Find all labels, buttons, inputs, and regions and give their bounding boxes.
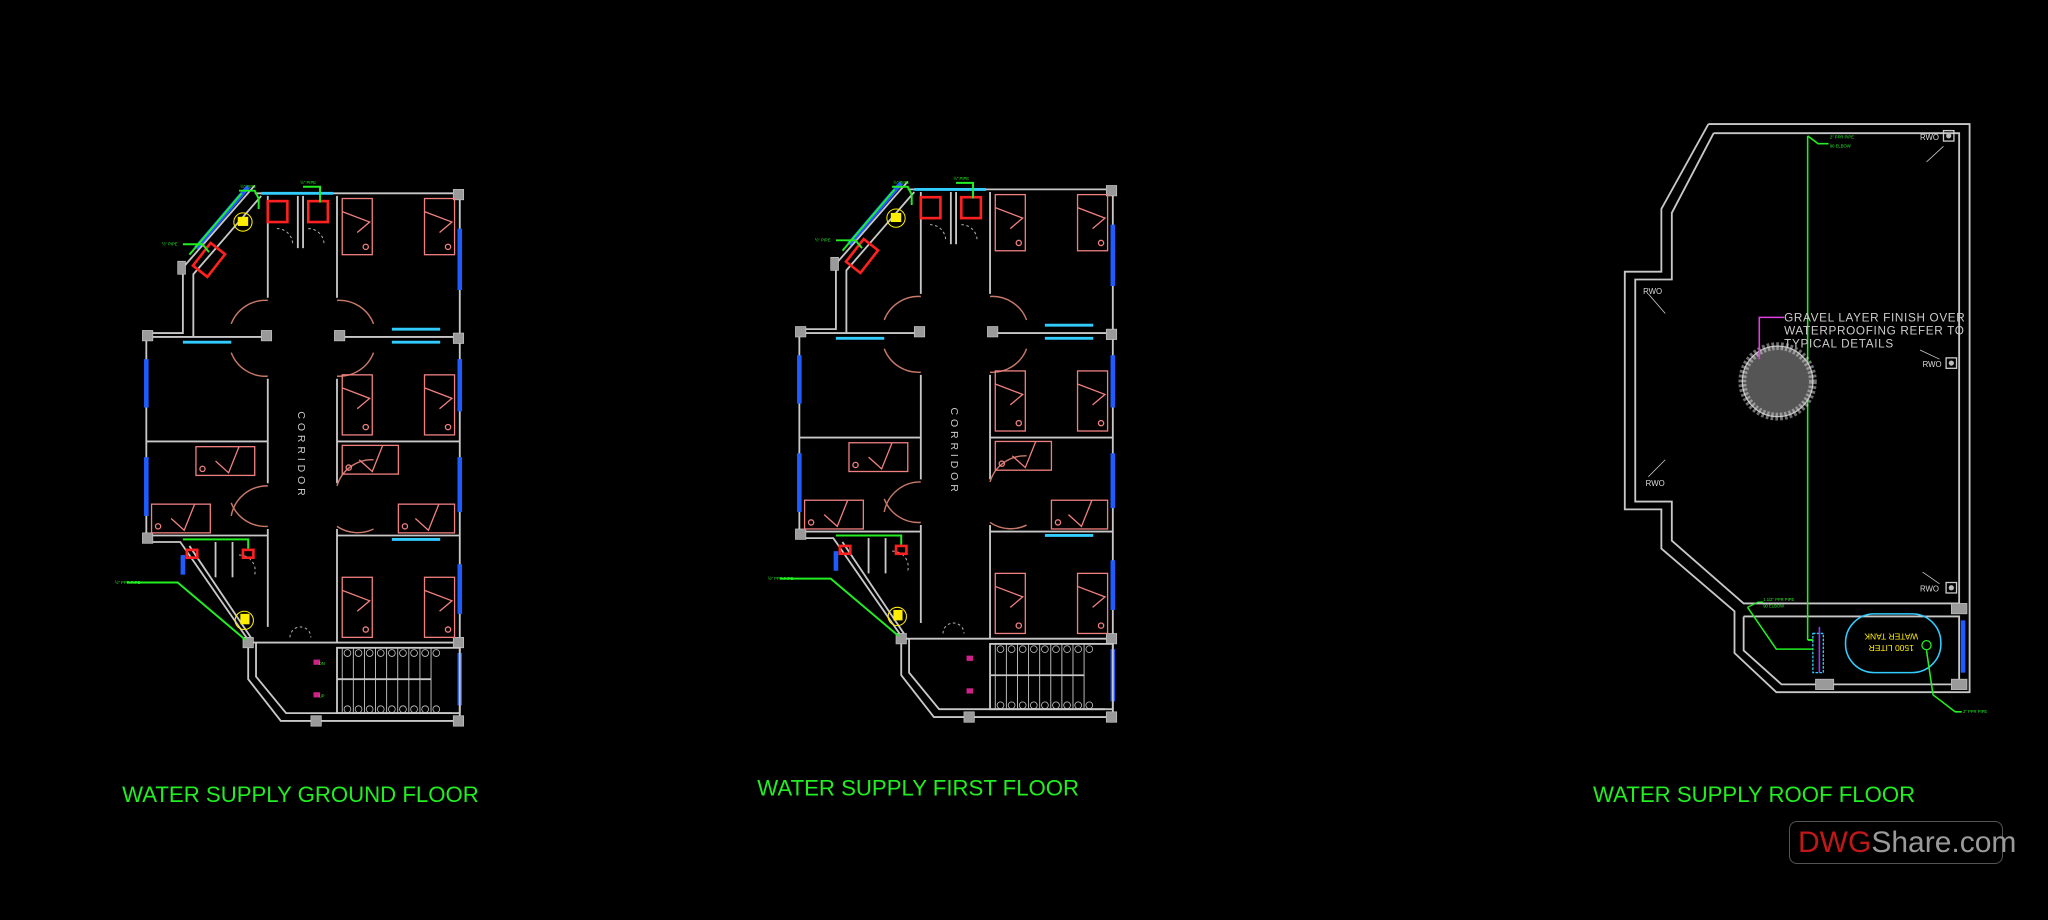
pillow-icon [345, 464, 353, 471]
ground-floor-plan: CORRIDOR ½" PIPE ½" PIPE ½" PIPE ½" PPR … [115, 180, 464, 726]
rwo-marker: RWO [1646, 459, 1666, 488]
pipe-label: ½" PIPE [162, 242, 178, 247]
bed [195, 446, 256, 477]
tank-pipe-sublabel: 90 ELBOW [1763, 603, 1784, 608]
bed [423, 197, 456, 256]
bed [994, 370, 1026, 432]
bed [994, 440, 1053, 471]
pillow-icon [1097, 239, 1105, 247]
bed [1076, 572, 1109, 635]
roof-floor-title: WATER SUPPLY ROOF FLOOR [1593, 782, 1915, 807]
rwo-marker: RWO [1920, 571, 1958, 594]
bed [341, 197, 373, 256]
pillow-icon [1097, 622, 1105, 629]
svg-text:RWO: RWO [1646, 479, 1665, 488]
pipe-label: ½" PIPE [893, 180, 909, 185]
tank-capacity: 1500 LITER [1869, 643, 1914, 653]
pipe-label: ½" PIPE [815, 238, 831, 243]
pipe-label: ½" PPR PIPE [115, 580, 140, 585]
water-tank [1844, 613, 1942, 674]
gravel-note-line: WATERPROOFING REFER TO [1784, 324, 1964, 337]
pillow-icon [444, 423, 452, 431]
pillow-icon [362, 243, 370, 251]
dwgshare-watermark-logo: DWGShare.com [1789, 821, 2016, 864]
corridor-label: CORRIDOR [948, 407, 959, 495]
bed [1076, 193, 1109, 252]
svg-text:RWO: RWO [1923, 360, 1942, 369]
pipe-label: ½" PIPE [300, 180, 316, 185]
rwo-marker: RWO [1643, 287, 1666, 314]
tank-label: WATER TANK [1864, 631, 1918, 641]
bed [341, 374, 373, 436]
outlet-pipe-label: 2" PPR PIPE [1963, 709, 1987, 714]
corridor-label: CORRIDOR [295, 411, 306, 499]
roof-top-pipe-sublabel: 90 ELBOW [1830, 144, 1851, 149]
pillow-icon [1015, 622, 1023, 629]
pillow-icon [199, 465, 206, 473]
pipe-label: ½" PIPE [953, 176, 969, 181]
roof-floor-plan: 2" PPR PIPE 90 ELBOW RWO RWO RWO RWO RWO… [1623, 123, 1987, 714]
pipe-label: ½" PPR PIPE [768, 576, 793, 581]
pillow-icon [362, 423, 370, 431]
rwo-marker: RWO [1920, 129, 1955, 163]
pipe-label: ½" PIPE [240, 184, 256, 189]
roof-top-pipe-label: 2" PPR PIPE [1830, 134, 1854, 139]
pillow-icon [1054, 519, 1062, 526]
bed [341, 576, 373, 639]
bed [423, 374, 456, 436]
pillow-icon [444, 243, 452, 251]
bed [1076, 370, 1109, 432]
bed [994, 193, 1026, 252]
bed [803, 499, 865, 530]
bed [423, 576, 456, 639]
svg-text:RWO: RWO [1920, 585, 1939, 594]
gravel-note-line: GRAVEL LAYER FINISH OVER [1784, 311, 1965, 324]
pillow-icon [1097, 419, 1105, 427]
bed [848, 442, 909, 473]
rwo-marker: RWO [1919, 349, 1958, 369]
tank-pipe-label: 1 1/2" PPR PIPE [1763, 597, 1794, 602]
pillow-icon [401, 523, 409, 530]
svg-text:RWO: RWO [1643, 287, 1662, 296]
stair-down-label: DN [319, 661, 325, 666]
gravel-note-line: TYPICAL DETAILS [1784, 337, 1894, 350]
pillow-icon [362, 626, 370, 633]
pillow-icon [852, 461, 859, 469]
pillow-icon [998, 460, 1006, 467]
stair-up-label: UP [319, 693, 325, 698]
pillow-icon [807, 519, 815, 526]
svg-text:RWO: RWO [1920, 133, 1939, 142]
first-floor-title: WATER SUPPLY FIRST FLOOR [757, 775, 1079, 800]
pillow-icon [444, 626, 452, 633]
bed [397, 503, 456, 534]
bed [150, 503, 211, 534]
bed [341, 444, 400, 475]
bed [994, 572, 1026, 635]
first-floor-plan: CORRIDOR ½" PIPE ½" PIPE ½" PIPE ½" PPR … [768, 176, 1117, 722]
ground-floor-title: WATER SUPPLY GROUND FLOOR [122, 782, 479, 807]
pillow-icon [154, 523, 162, 530]
pillow-icon [1015, 419, 1023, 427]
pillow-icon [1015, 239, 1023, 247]
bed [1050, 499, 1109, 530]
